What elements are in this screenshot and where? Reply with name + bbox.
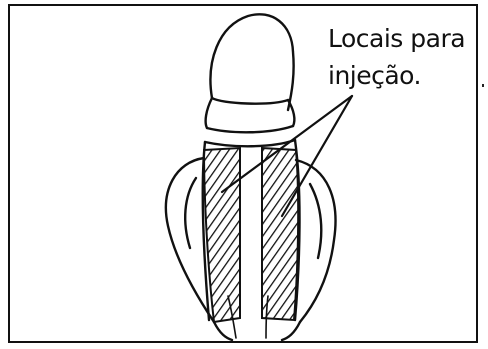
injection-site-right <box>262 148 298 320</box>
body-outline <box>166 14 336 340</box>
injection-site-left <box>204 148 240 322</box>
label-line-1: Locais para <box>328 20 478 57</box>
label-line-2: injeção. <box>328 57 478 94</box>
edge-mark <box>482 84 484 87</box>
injection-sites-label: Locais para injeção. <box>328 20 478 94</box>
